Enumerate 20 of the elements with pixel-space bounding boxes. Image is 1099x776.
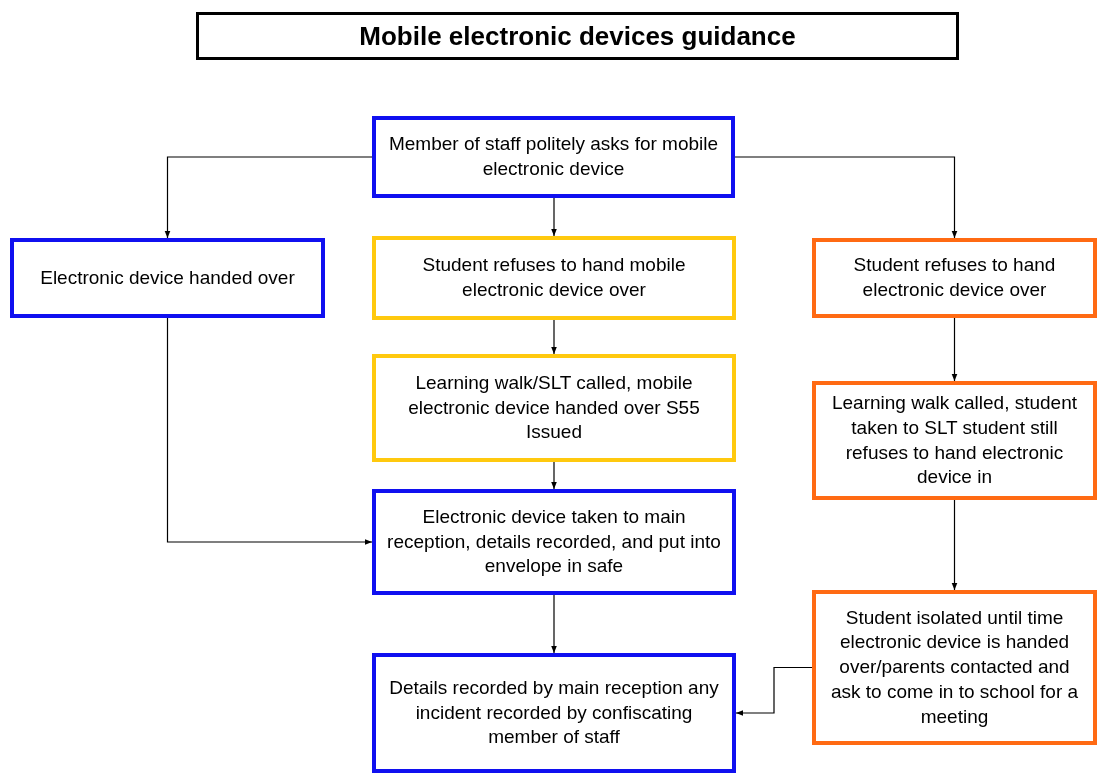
arrow	[735, 666, 813, 716]
arrow	[164, 156, 373, 239]
arrow	[951, 499, 958, 591]
process-box: Student refuses to hand electronic device over	[812, 238, 1097, 318]
arrow	[166, 317, 373, 545]
process-box: Member of staff politely asks for mobile electronic device	[372, 116, 735, 198]
title-box: Mobile electronic devices guidance	[196, 12, 959, 60]
arrow	[551, 197, 557, 237]
arrow	[551, 319, 557, 355]
process-box: Electronic device taken to main reception, details recorded, and put into envelope in safe	[372, 489, 736, 595]
arrow	[551, 594, 557, 654]
arrow	[734, 156, 958, 239]
process-box: Learning walk/SLT called, mobile electronic device handed over S55 Issued	[372, 354, 736, 462]
process-box: Details recorded by main reception any incident recorded by confiscating member of staff	[372, 653, 736, 773]
process-box: Learning walk called, student taken to SLT student still refuses to hand electronic device in	[812, 381, 1097, 500]
arrow	[951, 317, 958, 382]
process-box: Student isolated until time electronic device is handed over/parents contacted and ask to come in to school for a meeting	[812, 590, 1097, 745]
process-box: Electronic device handed over	[10, 238, 325, 318]
arrow	[551, 461, 557, 490]
process-box: Student refuses to hand mobile electronic device over	[372, 236, 736, 320]
